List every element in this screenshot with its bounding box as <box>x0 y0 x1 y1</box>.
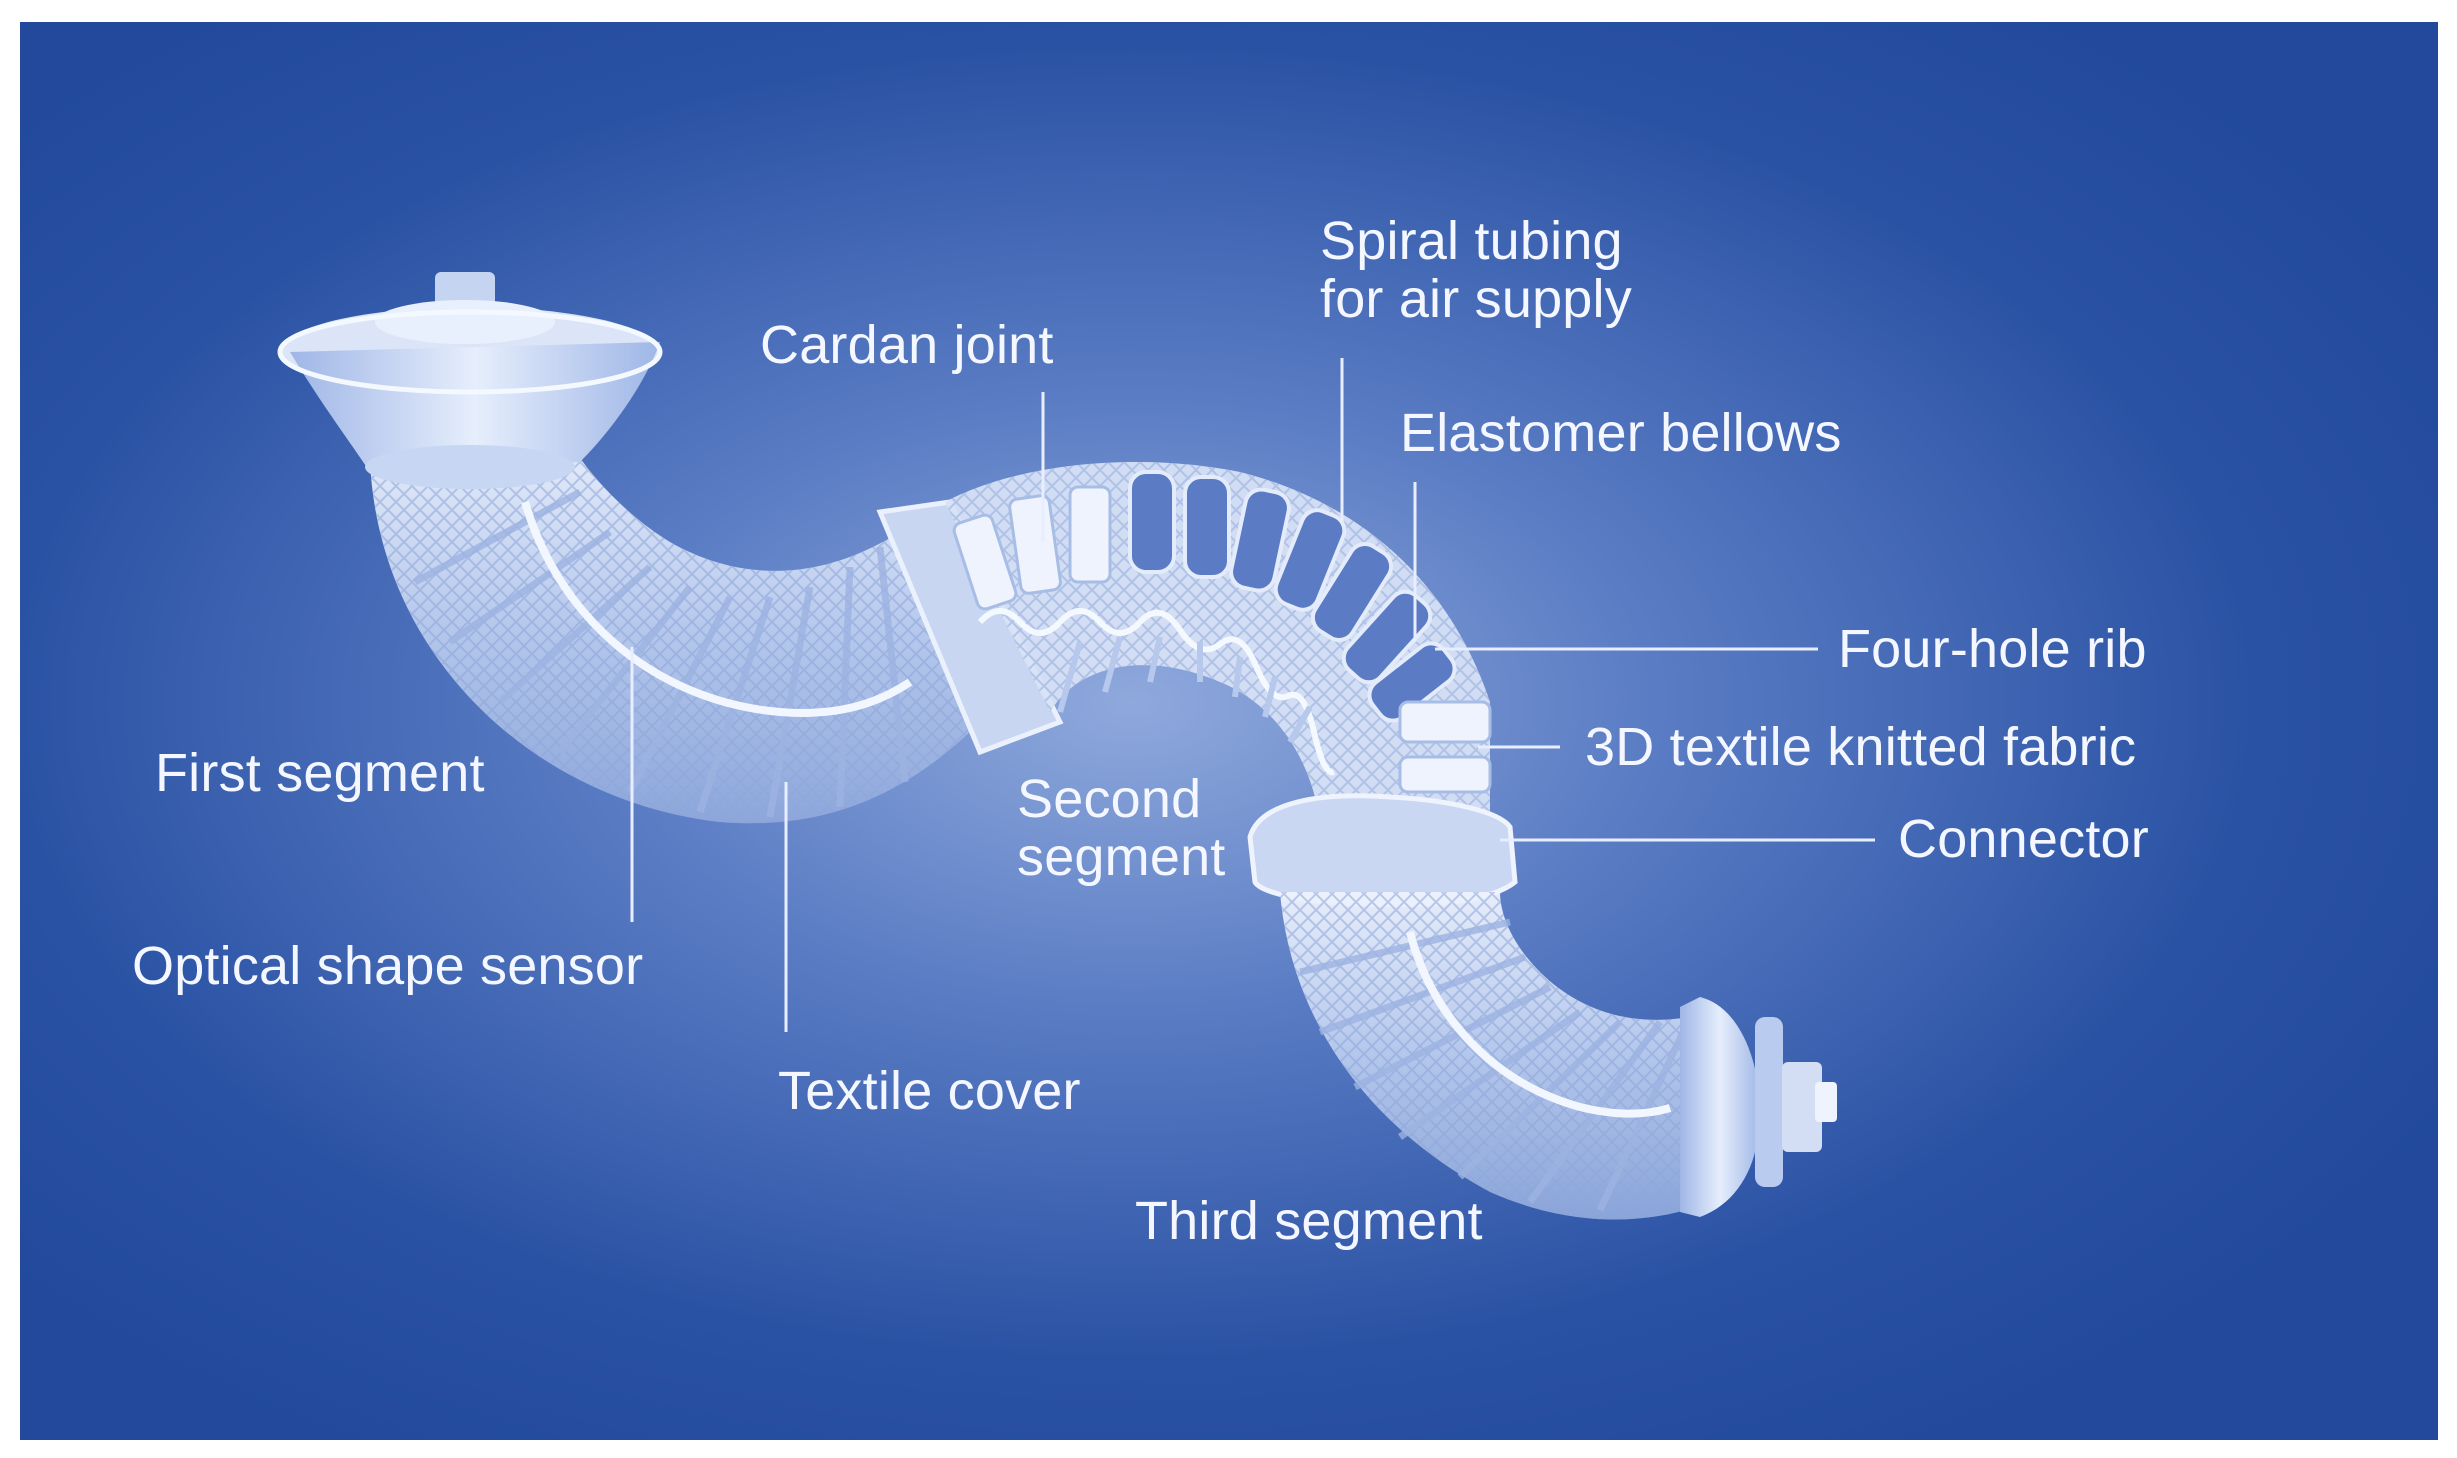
connector-shape <box>1247 793 1518 908</box>
label-optical-shape-sensor: Optical shape sensor <box>132 936 644 996</box>
label-second-segment-line1: Second <box>1017 769 1202 829</box>
label-third-segment: Third segment <box>1135 1191 1483 1251</box>
first-segment-shape <box>277 272 980 824</box>
cardan-joint-shape <box>876 499 1064 756</box>
label-textile-cover: Textile cover <box>778 1061 1081 1121</box>
label-spiral-tubing-line1: Spiral tubing <box>1320 211 1623 271</box>
label-spiral-tubing-line2: for air supply <box>1320 269 1632 329</box>
label-cardan-joint: Cardan joint <box>760 315 1054 375</box>
label-second-segment: Second segment <box>1017 770 1226 886</box>
label-four-hole-rib: Four-hole rib <box>1838 619 2147 679</box>
label-second-segment-line2: segment <box>1017 827 1226 887</box>
continuum-robot-illustration <box>20 22 2438 1440</box>
label-elastomer-bellows: Elastomer bellows <box>1400 403 1842 463</box>
label-first-segment: First segment <box>155 743 485 803</box>
second-segment-shape <box>945 462 1492 822</box>
diagram-frame: Spiral tubing for air supply Cardan join… <box>20 22 2438 1440</box>
label-spiral-tubing: Spiral tubing for air supply <box>1320 212 1632 328</box>
third-segment-shape <box>1280 892 1837 1220</box>
label-textile-fabric: 3D textile knitted fabric <box>1585 717 2137 777</box>
background <box>20 22 2438 1440</box>
label-connector: Connector <box>1898 809 2149 869</box>
leader-lines <box>630 358 1875 1032</box>
